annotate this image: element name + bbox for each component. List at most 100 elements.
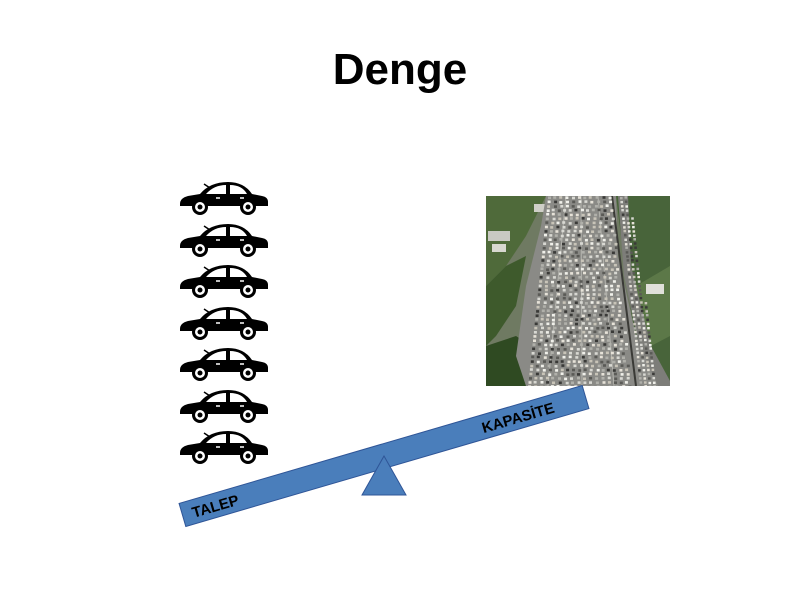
jam-car — [597, 284, 601, 287]
jam-car — [552, 276, 556, 279]
jam-car — [605, 259, 609, 262]
jam-car — [605, 204, 609, 207]
jam-car — [533, 335, 537, 338]
jam-car — [542, 305, 546, 308]
jam-car — [636, 305, 639, 309]
jam-car — [616, 284, 620, 288]
jam-car — [633, 327, 637, 330]
jam-car — [572, 360, 576, 363]
jam-car — [591, 343, 595, 347]
jam-car — [599, 217, 603, 220]
jam-car — [611, 260, 615, 263]
jam-car — [560, 254, 564, 258]
jam-car — [557, 348, 560, 351]
jam-car — [558, 259, 562, 263]
jam-car — [615, 385, 619, 386]
jam-car — [635, 301, 639, 304]
jam-car — [616, 293, 620, 297]
jam-car — [605, 217, 608, 220]
traffic-jam-illustration — [486, 196, 670, 386]
jam-car — [628, 276, 631, 279]
jam-car — [645, 306, 648, 309]
jam-car — [541, 372, 545, 376]
jam-car — [544, 347, 548, 351]
jam-car — [608, 196, 612, 200]
jam-car — [649, 344, 652, 347]
jam-car — [636, 263, 639, 266]
jam-car — [624, 243, 628, 246]
jam-car — [550, 339, 554, 343]
jam-car — [600, 335, 604, 339]
jam-car — [605, 356, 609, 360]
jam-car — [566, 233, 570, 237]
jam-car — [629, 246, 633, 250]
jam-car — [636, 355, 640, 359]
jam-car — [572, 200, 576, 204]
jam-car — [608, 301, 612, 305]
jam-car — [636, 309, 639, 313]
jam-car — [640, 347, 643, 350]
jam-car — [614, 364, 618, 368]
jam-car — [557, 267, 561, 271]
jam-car — [605, 351, 609, 355]
jam-car — [605, 305, 609, 309]
jam-car — [575, 356, 579, 359]
car-icon — [176, 386, 272, 426]
jam-car — [599, 250, 603, 254]
jam-car — [602, 247, 606, 250]
jam-car — [580, 317, 584, 321]
jam-car — [556, 284, 560, 288]
jam-car — [578, 276, 582, 279]
jam-car — [630, 293, 633, 296]
jam-car — [632, 230, 636, 233]
slide-title: Denge — [332, 45, 468, 94]
jam-car — [568, 355, 572, 359]
jam-car — [601, 326, 605, 330]
jam-car — [624, 196, 628, 199]
jam-car — [612, 309, 616, 313]
jam-car — [571, 276, 575, 280]
jam-car — [604, 229, 608, 233]
jam-car — [594, 355, 598, 359]
jam-car — [542, 246, 546, 250]
jam-car — [557, 281, 561, 284]
jam-car — [544, 280, 548, 284]
jam-car — [560, 205, 564, 208]
jam-car — [570, 272, 574, 275]
jam-car — [644, 343, 648, 346]
jam-car — [558, 251, 562, 254]
jam-car — [628, 234, 632, 237]
jam-car — [596, 385, 600, 386]
jam-car — [568, 226, 572, 229]
jam-car — [617, 297, 621, 301]
jam-car — [576, 314, 580, 317]
jam-car — [638, 289, 642, 292]
jam-car — [552, 217, 556, 221]
jam-car — [625, 205, 628, 208]
jam-car — [562, 221, 566, 224]
jam-car — [582, 372, 586, 376]
jam-car — [622, 217, 625, 220]
jam-car — [599, 280, 603, 284]
jam-car — [569, 267, 572, 271]
jam-car — [644, 302, 648, 305]
jam-car — [633, 280, 636, 284]
jam-car — [567, 385, 571, 386]
jam-car — [545, 339, 549, 343]
jam-car — [595, 339, 598, 343]
jam-car — [632, 313, 635, 317]
jam-car — [569, 217, 573, 220]
jam-car — [554, 372, 558, 376]
jam-car — [552, 263, 556, 267]
jam-car — [581, 314, 585, 318]
jam-car — [591, 230, 595, 233]
jam-car — [528, 385, 532, 386]
jam-car — [640, 352, 644, 355]
jam-car — [561, 339, 565, 343]
jam-car — [559, 196, 563, 199]
jam-car — [607, 326, 610, 330]
jam-car — [643, 373, 646, 376]
jam-car — [622, 359, 626, 363]
jam-car — [586, 343, 590, 346]
jam-car — [588, 372, 592, 376]
